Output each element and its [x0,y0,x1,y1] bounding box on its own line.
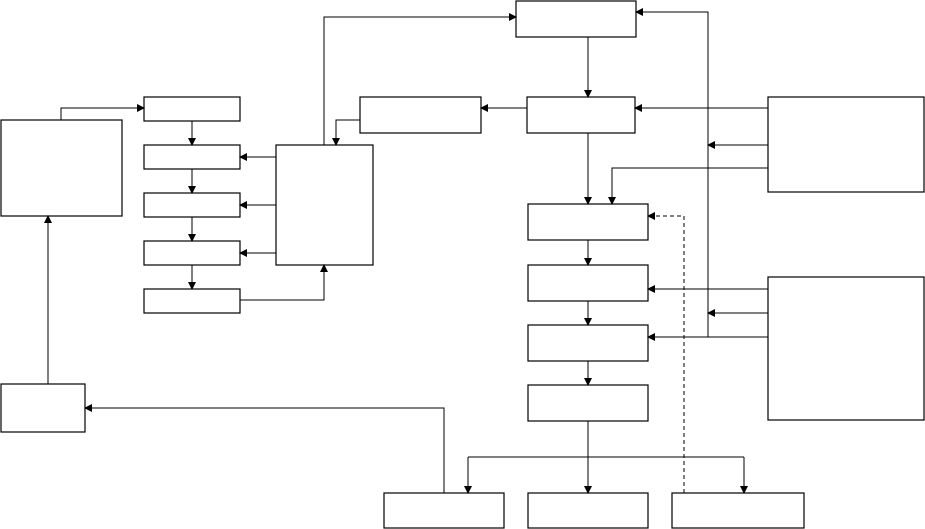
box-left-tall [0,119,123,217]
arrow-return-to-top [635,8,709,337]
arrow-righttop-to-centercol1 [608,167,768,205]
box-center-col-4 [527,384,649,422]
box-center-tall [275,144,374,266]
arrow-bottom1-to-bottomleft [84,404,445,493]
box-left-col-1 [143,96,241,122]
box-bottom-3 [671,492,805,529]
box-left-col-3 [143,192,241,218]
box-center-main [526,96,636,134]
arrow-centertall-to-top [323,13,517,145]
box-center-col-3 [527,324,649,362]
box-right-top-panel [767,96,925,193]
box-top-center [515,0,637,38]
box-bottom-1 [383,492,505,529]
box-right-bottom-panel [767,276,925,421]
dashed-arrow-bottom3-to-centercol1 [647,212,685,493]
box-left-col-5 [143,288,241,314]
box-mid-left [359,96,482,134]
box-bottom-left-small [0,383,86,433]
box-left-col-2 [143,144,241,170]
arrow-lefttall-to-col1 [60,104,145,120]
box-bottom-2 [527,492,649,529]
box-center-col-1 [527,203,649,241]
arrow-col5-to-centertall [240,264,328,301]
arrow-midleft-to-centertall [332,119,360,146]
box-center-col-2 [527,264,649,302]
box-left-col-4 [143,240,241,266]
